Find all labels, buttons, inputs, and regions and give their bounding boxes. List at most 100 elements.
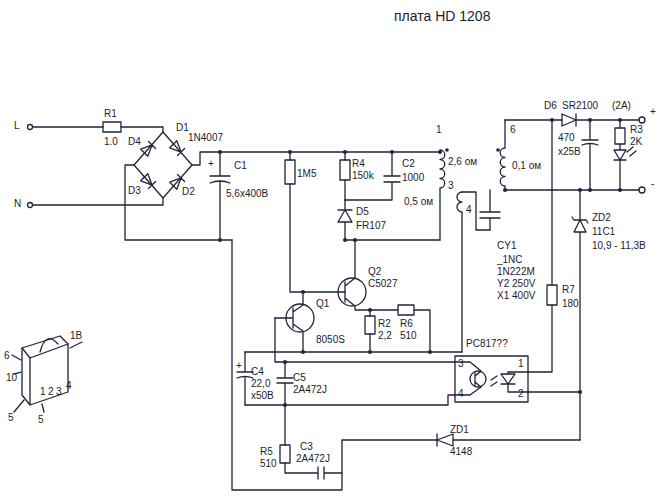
junction-dot	[218, 118, 622, 407]
component-label: R3	[630, 124, 643, 136]
component-label: x50В	[251, 390, 274, 402]
component-label: 470	[558, 132, 575, 144]
junction-dot	[550, 118, 554, 122]
component-label: 1	[40, 386, 46, 398]
feedback-section	[572, 190, 588, 440]
component-label: +	[650, 106, 656, 118]
input-wires	[28, 125, 164, 208]
resistor-symbol	[290, 152, 345, 292]
component-label: C3	[300, 441, 313, 453]
component-label: +	[236, 360, 242, 372]
feedback-section	[547, 285, 557, 305]
component-label: 0,5 ом	[404, 196, 433, 208]
component-label: 180	[562, 298, 579, 310]
component-label: 510	[260, 458, 277, 470]
component-label: ZD2	[592, 212, 611, 224]
junction-dot	[588, 118, 592, 122]
component-label: CY1	[497, 240, 516, 252]
optocoupler-symbol	[501, 372, 528, 392]
transistor-symbol	[275, 292, 303, 352]
component-label: Y2 250V	[497, 278, 535, 290]
component-label: 5	[38, 414, 44, 426]
component-label: 6	[4, 350, 10, 362]
component-label: 1	[518, 358, 524, 370]
component-label: C1	[234, 160, 247, 172]
component-label: 5	[8, 412, 14, 424]
transistor-symbol	[398, 305, 414, 315]
input-wires	[28, 203, 33, 208]
optocoupler-symbol	[455, 356, 528, 402]
junction-dot	[343, 150, 347, 154]
transformer-sketch	[12, 342, 82, 412]
transformer-symbol	[440, 150, 445, 240]
component-label: 10	[6, 372, 17, 384]
component-label: D1	[176, 122, 189, 134]
component-label: 2A472J	[293, 384, 327, 396]
junction-dot	[368, 308, 372, 312]
junction-dot	[288, 150, 292, 154]
transformer-symbol	[500, 120, 505, 190]
junction-dot	[578, 390, 582, 394]
component-label: _1NC	[497, 254, 523, 266]
component-label: R6	[400, 318, 413, 330]
junction-dot	[618, 118, 622, 122]
transformer-sketch	[40, 339, 58, 352]
component-label: 2,6 ом	[448, 156, 477, 168]
input-wires	[33, 126, 103, 127]
component-label: 510	[400, 330, 417, 342]
optocoupler-symbol	[491, 376, 497, 386]
junction-dot	[390, 150, 394, 154]
output-section	[576, 119, 639, 120]
junction-dot	[218, 238, 222, 242]
transformer-symbol	[457, 192, 462, 352]
component-label: 1	[436, 124, 442, 136]
control-wires	[285, 440, 437, 479]
bridge-rectifier	[170, 141, 185, 156]
input-wires	[121, 127, 163, 132]
resistor-symbol	[103, 122, 121, 132]
component-label: D3	[128, 185, 141, 197]
component-label: PC817??	[466, 338, 508, 350]
component-label: 3	[448, 180, 454, 192]
junction-dot	[283, 360, 287, 364]
input-wires	[33, 198, 163, 205]
control-wires	[277, 362, 293, 445]
component-label: 3	[56, 386, 62, 398]
output-section	[562, 114, 576, 126]
component-label: R5	[260, 446, 273, 458]
component-label: 10,9 - 11,3В	[592, 240, 646, 252]
component-label: 2	[518, 388, 524, 400]
component-label: 6	[510, 124, 516, 136]
snubber	[344, 152, 345, 200]
component-label: 2A472J	[296, 453, 330, 465]
component-label: 150k	[352, 170, 374, 182]
component-label: C4	[251, 366, 264, 378]
component-label: R2	[378, 318, 391, 330]
junction-dot	[428, 350, 432, 354]
optocoupler-symbol	[455, 356, 528, 402]
component-label: C5027	[368, 278, 397, 290]
junction-dot	[438, 150, 442, 154]
component-label: 4	[66, 380, 72, 392]
control-wires	[280, 445, 290, 463]
component-label: D2	[182, 186, 195, 198]
output-section	[639, 117, 645, 123]
transistor-symbol	[338, 278, 366, 306]
component-label: 2	[48, 386, 54, 398]
control-wires	[237, 352, 253, 405]
output-section	[627, 147, 636, 156]
component-label: 2,2	[378, 330, 392, 342]
transistor-symbol	[338, 240, 430, 352]
output-section	[614, 120, 626, 190]
capacitor-symbol	[480, 190, 500, 230]
output-section	[582, 120, 598, 190]
bridge-rectifier	[125, 132, 440, 240]
component-label: R7	[562, 284, 575, 296]
component-label: x25В	[558, 146, 581, 158]
board-title: плата HD 1208	[394, 8, 490, 24]
resistor-symbol	[285, 152, 345, 292]
component-label: -	[651, 178, 654, 190]
component-label: 3	[458, 358, 464, 370]
control-wires	[437, 434, 580, 446]
